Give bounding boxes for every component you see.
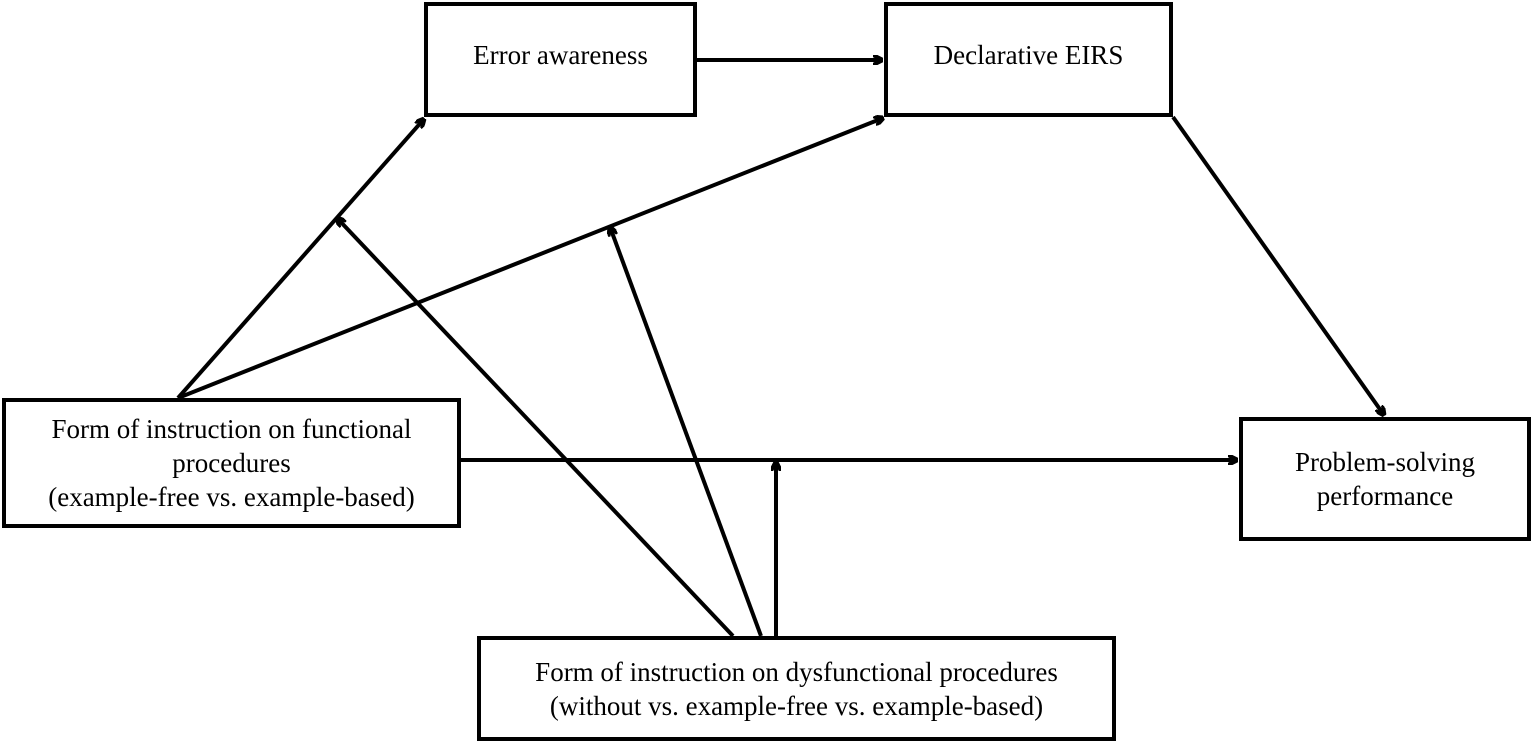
node-error-awareness: Error awareness [424, 2, 697, 117]
node-performance-line-2: performance [1316, 481, 1454, 511]
node-declarative-eirs: Declarative EIRS [884, 2, 1173, 117]
node-performance-line-1: Problem-solving [1295, 447, 1475, 477]
arrow-functional-to-eirs [177, 118, 883, 400]
node-declarative-eirs-label: Declarative EIRS [933, 40, 1124, 70]
arrow-eirs-to-performance [1171, 115, 1384, 415]
arrow-dysfunctional-moderates-error-path [337, 218, 735, 638]
node-error-awareness-label: Error awareness [473, 40, 648, 70]
node-dysfunctional-instruction: Form of instruction on dysfunctional pro… [477, 636, 1116, 741]
node-functional-instruction-line-2: procedures [172, 448, 291, 478]
node-functional-instruction-line-1: Form of instruction on functional [51, 414, 412, 444]
node-dysfunctional-instruction-line-1: Form of instruction on dysfunctional pro… [535, 656, 1058, 687]
node-functional-instruction: Form of instruction on functional proced… [2, 398, 461, 528]
arrow-functional-to-error [176, 119, 424, 400]
node-functional-instruction-line-3: (example-free vs. example-based) [48, 482, 415, 512]
node-dysfunctional-instruction-line-2: (without vs. example-free vs. example-ba… [549, 690, 1044, 721]
arrow-dysfunctional-moderates-eirs-path [610, 227, 763, 637]
node-problem-solving-performance: Problem-solving performance [1239, 417, 1531, 541]
